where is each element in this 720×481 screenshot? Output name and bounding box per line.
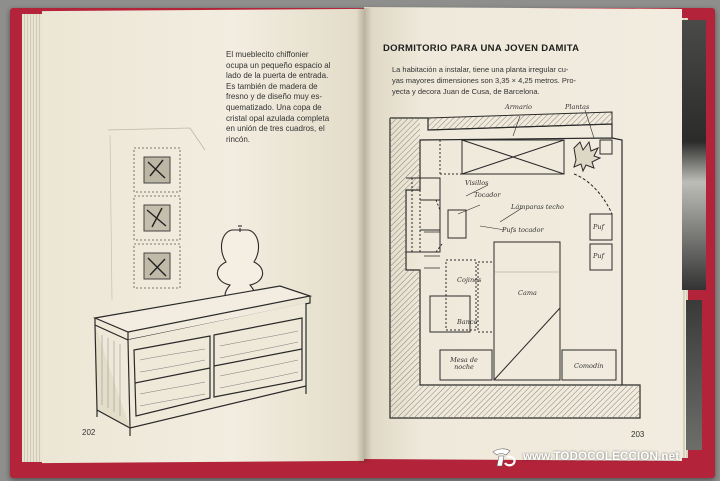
section-title: DORMITORIO PARA UNA JOVEN DAMITA bbox=[383, 43, 580, 54]
label-tocador: Tocador bbox=[474, 191, 501, 199]
intro-line: yas mayores dimensiones son 3,35 × 4,25 … bbox=[392, 76, 577, 85]
wall-picture-3 bbox=[133, 243, 181, 289]
label-cojines: Cojines bbox=[457, 276, 482, 284]
caption-line: fresno y de diseño muy es- bbox=[226, 92, 323, 102]
wall-picture-1 bbox=[133, 147, 181, 193]
intro-line: La habitación a instalar, tiene una plan… bbox=[392, 65, 569, 74]
wall-picture-2 bbox=[133, 195, 181, 241]
label-visillos: Visillos bbox=[465, 179, 489, 187]
caption-line: lado de la puerta de entrada. bbox=[226, 71, 329, 81]
page-number-right: 203 bbox=[631, 430, 645, 439]
watermark-text: www.TODOCOLECCION.net bbox=[523, 451, 680, 463]
floor-plan-puf-2 bbox=[589, 243, 613, 271]
todocoleccion-logo-icon bbox=[492, 448, 516, 467]
floor-plan-bench bbox=[429, 295, 471, 333]
label-comodin: Comodín bbox=[574, 362, 604, 370]
label-puf-2: Puf bbox=[593, 252, 604, 260]
label-pufs-tocador: Pufs tocador bbox=[502, 226, 544, 234]
caption-line: rincón. bbox=[226, 134, 251, 144]
caption-line: ocupa un pequeño espacio al bbox=[226, 60, 331, 70]
caption-line: El mueblecito chiffonier bbox=[226, 50, 309, 59]
label-lamparas-techo: Lámparas techo bbox=[511, 203, 564, 211]
book-gutter bbox=[356, 8, 372, 463]
floor-plan-night-table bbox=[439, 349, 493, 381]
intro-line: yecta y decora Juan de Cusa, de Barcelon… bbox=[392, 87, 540, 96]
floor-plan-wardrobe bbox=[439, 139, 565, 175]
label-plantas: Plantas bbox=[565, 103, 590, 111]
floor-plan-window bbox=[406, 177, 441, 253]
chiffonier-cabinet bbox=[92, 285, 313, 436]
floor-plan-puf-1 bbox=[589, 213, 613, 241]
floor-plan-plants-icon bbox=[573, 139, 613, 173]
label-cama: Cama bbox=[518, 289, 537, 297]
todocoleccion-watermark[interactable]: www.TODOCOLECCION.net bbox=[490, 447, 679, 467]
label-banco: Banco bbox=[457, 318, 478, 326]
caption-line: en unión de tres cuadros, el bbox=[226, 124, 325, 134]
caption-line: quematizado. Una copa de bbox=[226, 102, 322, 112]
next-page-photo-edge bbox=[680, 20, 706, 290]
caption-line: cristal opal azulada completa bbox=[226, 113, 330, 123]
label-mesa-noche: Mesa de noche bbox=[450, 356, 478, 371]
next-page-photo-edge-lower bbox=[686, 300, 702, 450]
intro-paragraph: La habitación a instalar, tiene una plan… bbox=[392, 64, 622, 97]
caption-line: Es también de madera de bbox=[226, 81, 318, 91]
floor-plan-bed bbox=[445, 241, 561, 381]
floor-plan-comodin bbox=[561, 349, 617, 381]
label-puf-1: Puf bbox=[593, 223, 604, 231]
label-armario: Armario bbox=[505, 103, 532, 111]
floor-plan-vanity bbox=[447, 209, 467, 239]
page-number-left: 202 bbox=[82, 428, 96, 437]
chiffonier-caption: El mueblecito chiffonier ocupa un pequeñ… bbox=[226, 50, 332, 145]
